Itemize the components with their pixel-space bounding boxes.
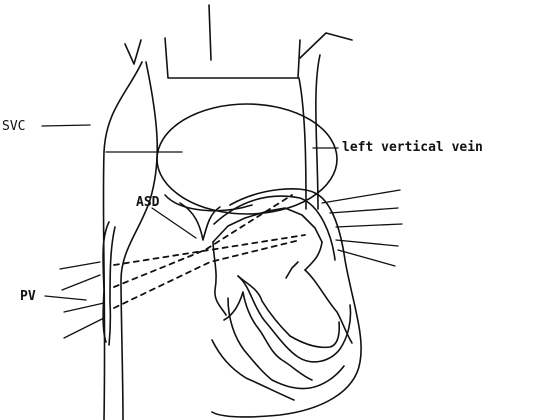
label-svc: SVC [2, 120, 25, 133]
left-vertical-vein-channel [299, 55, 320, 209]
label-pv: PV [20, 290, 36, 303]
label-left-vertical-vein: left vertical vein [342, 141, 483, 154]
svc-walls [103, 62, 157, 420]
heart-outline [212, 189, 361, 417]
leader-lines [42, 125, 338, 300]
inner-chamber [213, 242, 352, 362]
lower-chamber [212, 292, 344, 400]
asd-flap [180, 203, 220, 240]
label-asd: ASD [136, 196, 159, 209]
